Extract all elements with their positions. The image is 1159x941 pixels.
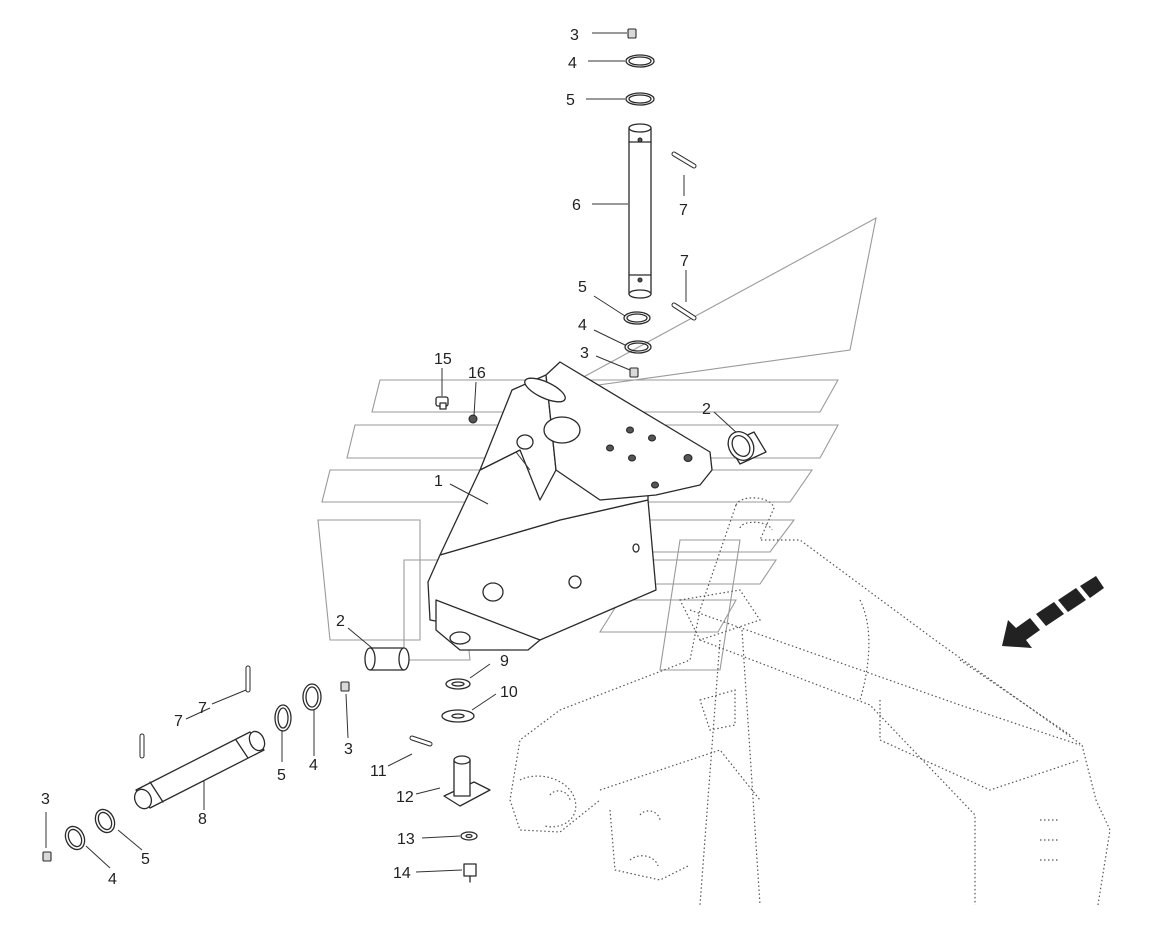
callout-4-top: 4 — [568, 55, 577, 72]
washer-13 — [460, 831, 478, 841]
washer-large — [441, 709, 475, 723]
callout-5-mid: 5 — [578, 279, 587, 296]
callout-7-d: 7 — [174, 713, 183, 730]
callout-7-c: 7 — [198, 700, 207, 717]
horizontal-pin — [133, 730, 266, 810]
left-bushing — [364, 647, 410, 671]
callout-10: 10 — [500, 684, 518, 701]
mid-seal-ring — [623, 311, 651, 325]
top-spring-pin — [671, 151, 697, 169]
callout-3-low: 3 — [344, 741, 353, 758]
callout-3-mid: 3 — [580, 345, 589, 362]
lower-seal-ring — [274, 704, 292, 732]
callout-6: 6 — [572, 197, 581, 214]
callout-labels: 3 4 5 6 7 7 5 4 3 15 16 2 1 2 9 10 7 7 5… — [41, 27, 711, 888]
lower-shim-ring — [302, 683, 322, 711]
far-shim-ring — [64, 825, 86, 851]
mid-grease-nipple — [629, 367, 639, 378]
callout-7-b: 7 — [680, 253, 689, 270]
callout-2-left: 2 — [336, 613, 345, 630]
mid-spring-pin — [671, 302, 697, 321]
top-shim-ring — [625, 54, 655, 68]
stop-pin-plate — [443, 755, 491, 807]
right-bushing — [727, 431, 767, 465]
callout-12: 12 — [396, 789, 414, 806]
callout-5-top: 5 — [566, 92, 575, 109]
callout-13: 13 — [397, 831, 415, 848]
callout-8: 8 — [198, 811, 207, 828]
callout-4-far: 4 — [108, 871, 117, 888]
lock-pin — [409, 735, 433, 747]
bolt-14 — [463, 863, 477, 883]
callout-14: 14 — [393, 865, 411, 882]
far-seal-ring — [94, 808, 116, 834]
callout-16: 16 — [468, 365, 486, 382]
callout-5-far: 5 — [141, 851, 150, 868]
lower-grease-nipple — [340, 681, 350, 692]
washer-small — [445, 678, 471, 690]
callout-4-low: 4 — [309, 757, 318, 774]
callout-7-a: 7 — [679, 202, 688, 219]
forward-direction-arrow-icon — [1002, 576, 1104, 648]
callout-3-far: 3 — [41, 791, 50, 808]
callout-4-mid: 4 — [578, 317, 587, 334]
leader-lines — [45, 32, 739, 873]
mid-shim-ring — [624, 340, 652, 354]
top-grease-nipple — [627, 28, 637, 39]
callout-11: 11 — [370, 763, 387, 780]
callout-9: 9 — [500, 653, 509, 670]
main-bracket — [427, 361, 713, 651]
far-grease-nipple — [42, 851, 52, 862]
nut — [468, 414, 478, 424]
callout-2-right: 2 — [702, 401, 711, 418]
bolt — [435, 396, 449, 410]
machine-frame-outline — [509, 497, 1111, 906]
vertical-pin — [628, 123, 652, 299]
callout-3-top: 3 — [570, 27, 579, 44]
callout-1: 1 — [434, 473, 443, 490]
callout-15: 15 — [434, 351, 452, 368]
top-seal-ring — [625, 92, 655, 106]
callout-5-low: 5 — [277, 767, 286, 784]
